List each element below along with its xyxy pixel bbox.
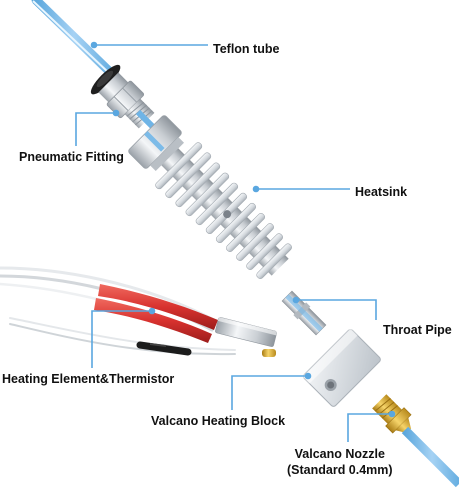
label-heatsink: Heatsink <box>355 185 407 199</box>
heatsink <box>124 111 302 289</box>
heating-block <box>302 328 381 407</box>
teflon-tube-lower <box>405 430 459 484</box>
label-heating-block: Valcano Heating Block <box>151 414 285 428</box>
leader-block <box>232 374 311 411</box>
label-nozzle-name: Valcano Nozzle <box>287 446 393 462</box>
label-heating-element: Heating Element&Thermistor <box>2 372 174 386</box>
heater-cartridge <box>215 317 277 347</box>
label-throat-pipe: Throat Pipe <box>383 323 452 337</box>
leader-heatsink <box>254 187 351 192</box>
label-pneumatic-fitting: Pneumatic Fitting <box>19 150 124 164</box>
throat-pipe <box>281 290 328 337</box>
heater-sleeve-red <box>94 284 218 343</box>
label-teflon-tube: Teflon tube <box>213 42 279 56</box>
leader-pneumatic <box>76 111 119 147</box>
teflon-tube <box>33 0 112 74</box>
label-nozzle: Valcano Nozzle (Standard 0.4mm) <box>287 446 393 478</box>
label-nozzle-size: (Standard 0.4mm) <box>287 462 393 478</box>
thermistor <box>140 344 276 357</box>
leader-teflon <box>92 43 209 48</box>
